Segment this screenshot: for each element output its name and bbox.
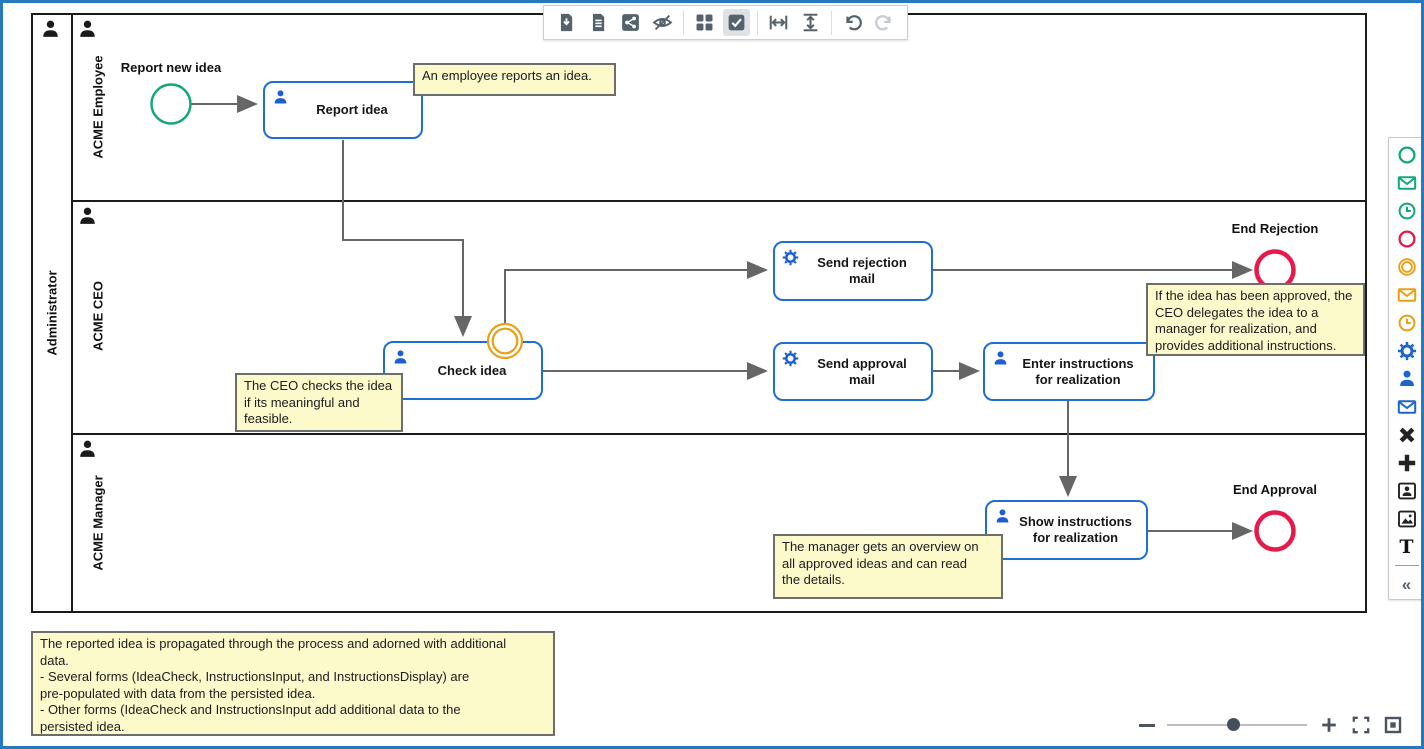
end-event-approval[interactable] [1254,510,1296,552]
end-rejection-label: End Rejection [1231,221,1319,236]
note-manager-overview[interactable]: The manager gets an overview on all appr… [773,534,1003,599]
undo-icon[interactable] [839,9,866,36]
fit-viewport-icon[interactable] [1383,715,1403,735]
collapse-palette-icon[interactable]: « [1401,574,1412,594]
note-reported-idea[interactable]: The reported idea is propagated through … [31,631,555,736]
fit-width-icon[interactable] [765,9,792,36]
fullscreen-icon[interactable] [1351,715,1371,735]
document-icon[interactable] [585,9,612,36]
framed-user-icon[interactable] [1396,481,1418,501]
pool-header-divider [71,13,73,613]
task-show-instructions[interactable]: Show instructions for realization [985,500,1148,560]
image-icon[interactable] [1396,509,1418,529]
user-task-icon[interactable] [1396,369,1418,389]
exclusive-gateway-icon[interactable] [1396,425,1418,445]
palette-divider [1394,565,1419,566]
zoom-slider-handle[interactable] [1227,718,1240,731]
toolbar-separator [831,10,832,35]
parallel-gateway-icon[interactable] [1396,453,1418,473]
top-toolbar [543,5,908,40]
sequence-flow-layer [191,95,1253,540]
zoom-in-icon[interactable] [1319,715,1339,735]
note-ceo-checks[interactable]: The CEO checks the idea if its meaningfu… [235,373,403,432]
fit-height-icon[interactable] [797,9,824,36]
timer-intermediate-event-icon[interactable] [1396,313,1418,333]
end-event-icon[interactable] [1396,229,1418,249]
download-document-icon[interactable] [553,9,580,36]
boundary-event[interactable] [486,322,524,360]
checkbox-checked-icon[interactable] [723,9,750,36]
message-intermediate-event-icon[interactable] [1396,285,1418,305]
boundary-event-icon[interactable] [1396,257,1418,277]
zoom-out-icon[interactable] [1139,723,1155,727]
task-enter-instructions[interactable]: Enter instructions for realization [983,342,1155,401]
toolbar-separator [683,10,684,35]
send-task-icon[interactable] [1396,397,1418,417]
toolbar-separator [757,10,758,35]
share-icon[interactable] [617,9,644,36]
flow-boundary-to-rejection[interactable] [504,261,768,325]
element-palette: T « [1388,137,1421,600]
redo-icon[interactable] [871,9,898,36]
timer-start-event-icon[interactable] [1396,201,1418,221]
task-label: Report idea [316,102,388,118]
end-approval-label: End Approval [1232,482,1318,497]
lane-divider-1 [71,200,1367,202]
message-start-event-icon[interactable] [1396,173,1418,193]
zoom-controls [1139,715,1403,735]
flow-report-to-check[interactable] [342,140,472,337]
task-label: Check idea [437,362,507,378]
task-label: Send approval mail [817,355,907,387]
start-event-icon[interactable] [1396,145,1418,165]
hide-overlays-icon[interactable] [649,9,676,36]
note-idea-approved[interactable]: If the idea has been approved, the CEO d… [1146,283,1365,356]
event-layer [150,83,1296,552]
zoom-slider[interactable] [1167,718,1307,731]
lane-divider-2 [71,433,1367,435]
start-event[interactable] [150,83,192,125]
task-label: Show instructions for realization [1019,514,1132,545]
task-send-rejection-mail[interactable]: Send rejection mail [773,241,933,301]
grid-icon[interactable] [691,9,718,36]
task-label: Enter instructions for realization [1022,355,1134,387]
task-report-idea[interactable]: Report idea [263,81,423,139]
start-event-label: Report new idea [120,60,222,75]
note-employee-reports[interactable]: An employee reports an idea. [413,63,616,96]
task-label: Send rejection mail [817,255,907,286]
text-annotation-icon[interactable]: T [1399,535,1414,558]
service-task-icon[interactable] [1396,341,1418,361]
task-send-approval-mail[interactable]: Send approval mail [773,342,933,401]
